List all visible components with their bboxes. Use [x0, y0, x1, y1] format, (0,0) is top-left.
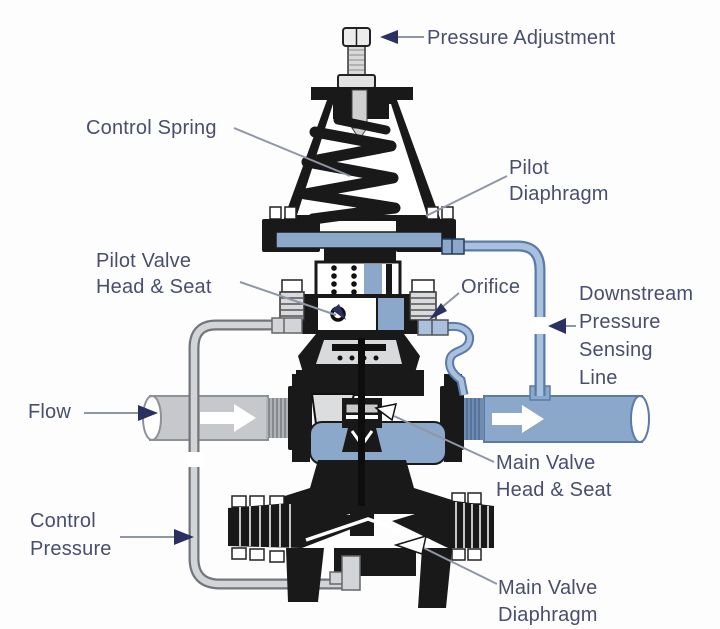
main-diaphragm-assembly	[228, 492, 494, 608]
pilot-diaphragm-leader	[425, 175, 508, 217]
arrow-right-icon	[174, 529, 194, 545]
label-text: Main Valve	[496, 452, 596, 474]
label-pressure-adjustment: Pressure Adjustment	[427, 25, 615, 51]
orifice-leader	[440, 292, 460, 309]
label-downstream-pressure-sensing-line: Downstream Pressure Sensing Line	[579, 280, 693, 392]
label-text: Diaphragm	[509, 183, 609, 205]
main-valve-head-leader	[393, 415, 495, 463]
main-valve-body	[272, 338, 452, 514]
label-text: Head & Seat	[96, 276, 212, 298]
label-text: Pressure	[30, 538, 112, 560]
downstream-sensing-tube	[458, 240, 549, 396]
label-text: Control Spring	[86, 117, 217, 139]
arrow-left-icon	[380, 30, 398, 44]
inlet-pipe	[142, 374, 312, 462]
arrow-down-left-icon	[429, 303, 447, 320]
seat-pointer-icon	[374, 403, 398, 422]
label-text: Main Valve	[498, 577, 598, 599]
arrow-down-right-icon	[332, 304, 346, 320]
label-text: Pressure Adjustment	[427, 27, 616, 49]
control-pressure-tube	[185, 319, 350, 590]
label-text: Pilot Valve	[96, 250, 192, 272]
orifice-fitting	[417, 319, 449, 336]
label-text: Diaphragm	[498, 604, 598, 626]
label-control-pressure: Control Pressure	[30, 507, 112, 563]
control-line-elbow-fitting	[341, 555, 361, 591]
inlet-flow-arrow-icon	[200, 404, 256, 432]
arrow-left-icon	[548, 318, 566, 334]
label-main-valve-head-seat: Main Valve Head & Seat	[496, 450, 612, 504]
label-text: Pressure	[579, 311, 661, 333]
arrow-right-icon	[138, 405, 158, 421]
label-pilot-diaphragm: Pilot Diaphragm	[509, 155, 609, 207]
outlet-flow-arrow-icon	[492, 405, 544, 433]
valve-stem	[358, 338, 365, 514]
label-main-valve-diaphragm: Main Valve Diaphragm	[498, 575, 598, 629]
control-spring-coil	[299, 115, 401, 225]
main-diaphragm-leader	[423, 547, 498, 585]
main-diaphragm-membrane	[305, 517, 431, 543]
diaphragm-pointer-icon	[393, 534, 428, 555]
label-pilot-valve-head-seat: Pilot Valve Head & Seat	[96, 248, 212, 300]
label-flow: Flow	[28, 399, 71, 425]
label-orifice: Orifice	[461, 274, 520, 300]
label-text: Orifice	[461, 276, 521, 298]
orifice-tube	[445, 321, 475, 396]
label-text: Head & Seat	[496, 479, 612, 501]
label-text: Pilot	[509, 157, 549, 179]
label-text: Flow	[28, 401, 72, 423]
pilot-valve-leader	[239, 281, 337, 316]
control-line-fitting	[271, 317, 303, 334]
label-text: Control	[30, 510, 96, 532]
label-text: Sensing	[579, 339, 653, 361]
label-text: Downstream	[579, 283, 694, 305]
label-control-spring: Control Spring	[86, 115, 217, 141]
adjustment-screw	[337, 27, 376, 89]
label-text: Line	[579, 367, 618, 389]
control-spring-leader	[233, 127, 351, 177]
